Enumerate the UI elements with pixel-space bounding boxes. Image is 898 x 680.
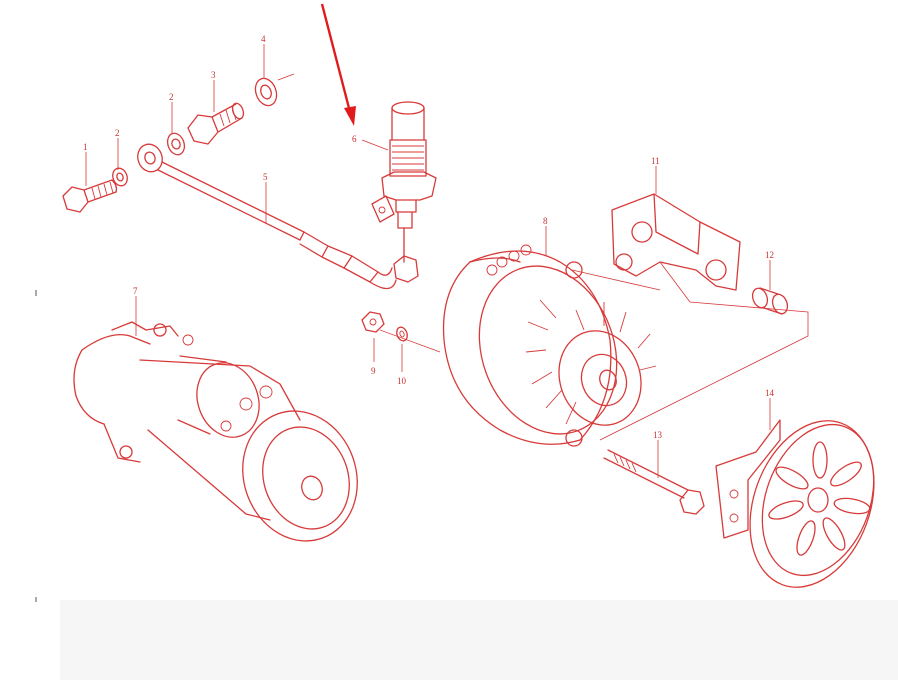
part-label-2: 2 bbox=[115, 128, 120, 138]
part-label-7: 7 bbox=[133, 286, 138, 296]
part-label-4: 4 bbox=[261, 34, 266, 44]
part-label-2b: 2 bbox=[169, 92, 174, 102]
part-label-9: 9 bbox=[371, 366, 376, 376]
part-label-11: 11 bbox=[651, 156, 660, 166]
part-label-8: 8 bbox=[543, 216, 548, 226]
part-11-bracket bbox=[611, 193, 741, 291]
part-7-starter-motor bbox=[73, 321, 358, 542]
part-label-13: 13 bbox=[653, 430, 663, 440]
part-3-union bbox=[187, 102, 245, 145]
part-4-washer bbox=[254, 77, 278, 107]
part-2-washer bbox=[112, 167, 128, 187]
part-label-5: 5 bbox=[263, 172, 268, 182]
leader-lines bbox=[85, 44, 771, 478]
part-label-12: 12 bbox=[765, 250, 774, 260]
part-label-3: 3 bbox=[211, 70, 216, 80]
part-12-spacer bbox=[751, 287, 789, 315]
part-9-nut bbox=[361, 311, 385, 333]
part-10-washer bbox=[396, 326, 408, 342]
part-label-14: 14 bbox=[765, 388, 775, 398]
part-6-temperature-sensor bbox=[371, 101, 437, 283]
part-14-fan-guard bbox=[715, 419, 875, 588]
part-8-alternator bbox=[442, 244, 657, 447]
highlight-arrow bbox=[320, 3, 356, 126]
part-5-oil-pipe bbox=[137, 143, 397, 290]
part-label-10: 10 bbox=[397, 376, 407, 386]
part-labels: 1 2 2 3 4 5 6 7 8 9 10 11 12 13 14 bbox=[83, 34, 775, 440]
bottom-shade bbox=[60, 600, 898, 680]
part-label-6: 6 bbox=[352, 134, 357, 144]
assembly-lines bbox=[379, 261, 809, 441]
part-2-washer bbox=[166, 132, 186, 156]
part-label-1: 1 bbox=[83, 142, 88, 152]
part-1-banjo-bolt bbox=[62, 179, 118, 213]
part-13-bolt bbox=[603, 449, 705, 515]
